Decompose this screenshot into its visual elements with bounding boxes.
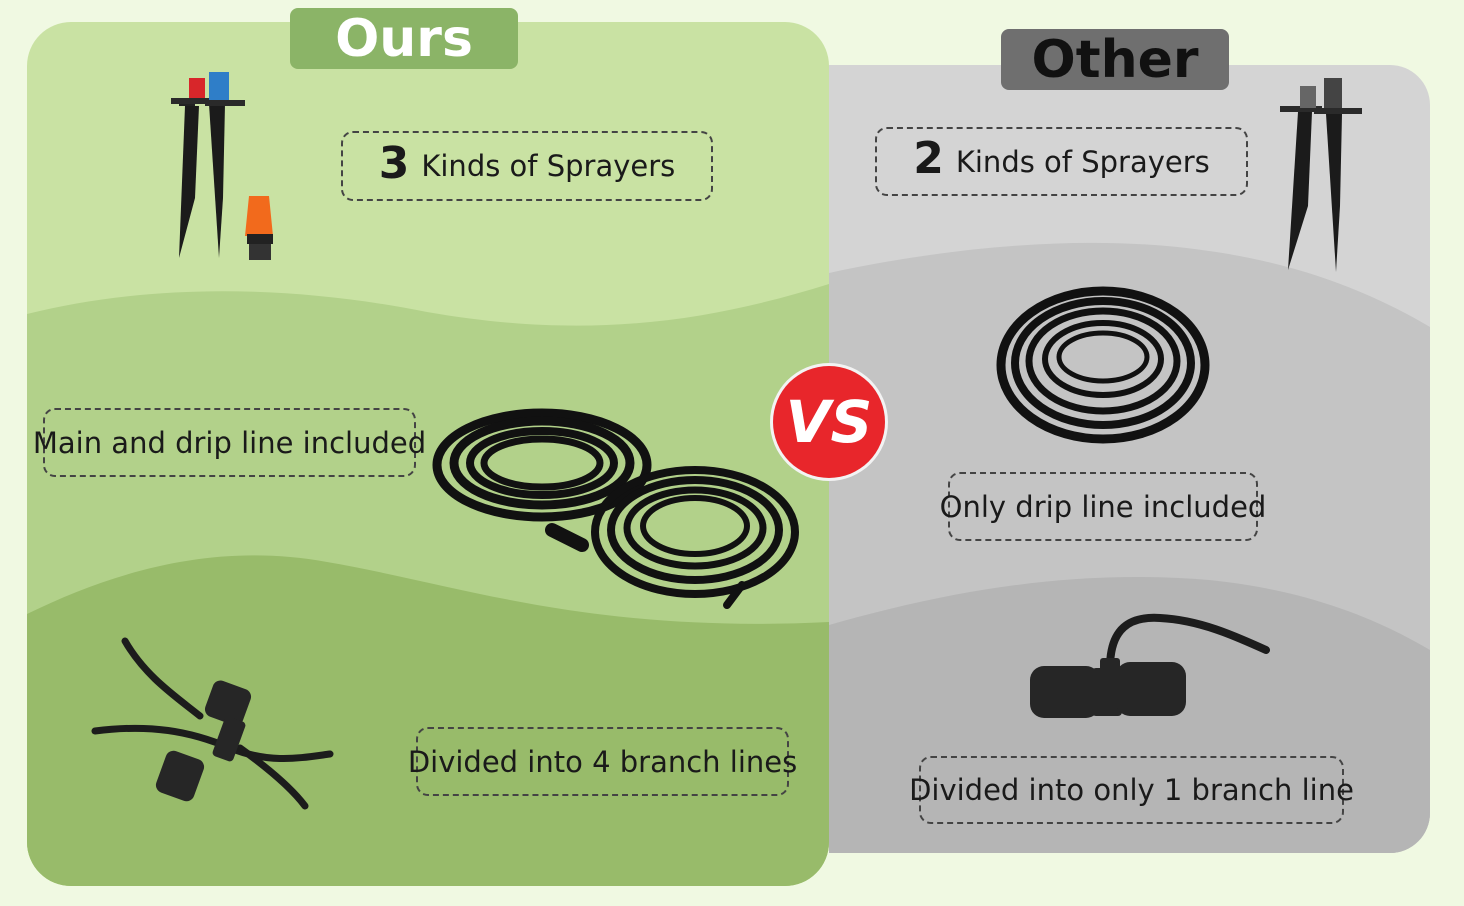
other-title: Other xyxy=(1031,29,1199,90)
tee-connector-icon xyxy=(91,637,334,810)
tubing-coils-icon xyxy=(432,408,799,609)
vs-badge: VS xyxy=(773,366,885,478)
other-sprayer-stakes-icon xyxy=(1280,78,1362,272)
ours-sprayer-text: Kinds of Sprayers xyxy=(421,149,676,183)
ours-title-tag: Ours xyxy=(290,8,518,69)
ours-line-box: Main and drip line included xyxy=(33,408,426,477)
other-line-box: Only drip line included xyxy=(940,472,1266,541)
other-tubing-coil-icon xyxy=(996,286,1210,444)
sprayer-stakes-icon xyxy=(171,72,273,260)
ours-sprayer-count: 3 xyxy=(378,137,410,189)
other-branch-box: Divided into only 1 branch line xyxy=(909,756,1354,824)
other-tee-connector-icon xyxy=(1030,613,1270,718)
vs-label: VS xyxy=(785,388,873,456)
ours-title: Ours xyxy=(335,8,473,69)
other-sprayer-count: 2 xyxy=(913,133,944,184)
ours-line-text: Main and drip line included xyxy=(32,425,427,460)
ours-sprayers-box: 3 Kinds of Sprayers xyxy=(341,131,713,201)
ours-branch-box: Divided into 4 branch lines xyxy=(408,727,797,796)
other-sprayer-text: Kinds of Sprayers xyxy=(955,144,1210,179)
other-title-tag: Other xyxy=(1001,29,1229,90)
other-line-text: Only drip line included xyxy=(939,489,1267,524)
ours-branch-text: Divided into 4 branch lines xyxy=(407,744,798,779)
other-branch-text: Divided into only 1 branch line xyxy=(909,773,1354,807)
other-sprayers-box: 2 Kinds of Sprayers xyxy=(875,127,1248,196)
